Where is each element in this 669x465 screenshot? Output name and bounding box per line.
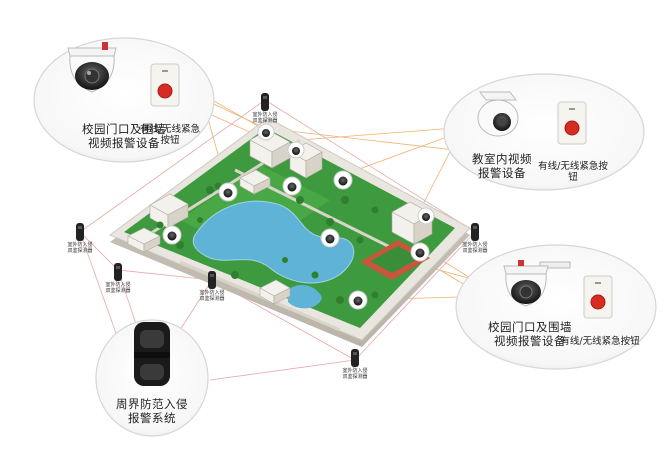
bubble-top-left (33, 37, 215, 163)
bottom-left-title: 周界防范入侵 报警系统 (116, 397, 188, 425)
beam-detector-icon (471, 223, 479, 241)
beam-detector-icon (114, 263, 122, 281)
emergency-button-icon (557, 101, 587, 145)
bubble-top-right (443, 73, 645, 191)
dome-camera-icon (417, 207, 435, 225)
link-line (79, 99, 266, 233)
link-line (79, 231, 119, 271)
dome-camera-icon (410, 242, 430, 262)
perimeter-detectors (76, 93, 479, 367)
bottom-right-button-label: 有线/无线紧急按钮 (560, 336, 640, 347)
campus-map (76, 93, 479, 367)
top-right-title: 教室内视频 报警设备 (472, 152, 532, 180)
beam-detector-icon (208, 271, 216, 289)
dome-camera-icon (218, 182, 238, 202)
camera-markers (162, 123, 435, 310)
dome-camera-icon (67, 42, 117, 93)
top-left-button-label: 有线/无线紧急按钮 (139, 124, 201, 147)
detector-caption: 室外防入侵 双鉴探测器 (67, 242, 93, 254)
sports-field-grass (370, 246, 420, 273)
bubble-bottom-left (95, 319, 209, 437)
dome-camera-icon (348, 290, 368, 310)
beam-detector-icon (261, 93, 269, 111)
emergency-button-icon (150, 63, 180, 107)
link-line (354, 231, 476, 361)
link-line (419, 141, 456, 211)
dome-camera-icon (503, 260, 571, 307)
trees (156, 182, 379, 304)
beam-detector-icon (134, 322, 170, 386)
link-line (117, 269, 139, 331)
detector-caption: 室外防入侵 双鉴探测器 (105, 282, 131, 294)
detector-caption: 室外防入侵 双鉴探测器 (462, 242, 488, 254)
detector-caption: 室外防入侵 双鉴探测器 (342, 368, 368, 380)
dome-camera-icon (162, 225, 182, 245)
dome-camera-icon (282, 176, 302, 196)
emergency-button-icon (583, 275, 613, 319)
link-line (204, 99, 266, 129)
top-right-button-label: 有线/无线紧急按钮 (538, 161, 608, 184)
link-line (279, 129, 456, 151)
link-line (299, 127, 456, 141)
bubble-bottom-right (455, 244, 657, 370)
link-line (179, 279, 213, 331)
dome-camera-icon (320, 228, 340, 248)
top-left-title: 校园门口及围墙 视频报警设备 (82, 122, 166, 150)
bottom-right-title: 校园门口及围墙 视频报警设备 (488, 320, 572, 348)
link-line (209, 359, 356, 381)
link-line (264, 99, 476, 233)
beam-detector-icon (351, 349, 359, 367)
dome-camera-icon (333, 170, 353, 190)
lake (192, 200, 355, 284)
link-line (117, 269, 213, 281)
dome-camera-icon (257, 123, 275, 141)
indoor-camera-icon (477, 91, 519, 137)
detector-caption: 室外防入侵 双鉴探测器 (199, 290, 225, 302)
dome-camera-icon (287, 141, 305, 159)
pond (288, 284, 322, 309)
detector-caption: 室外防入侵 双鉴探测器 (252, 112, 278, 124)
beam-detector-icon (76, 223, 84, 241)
